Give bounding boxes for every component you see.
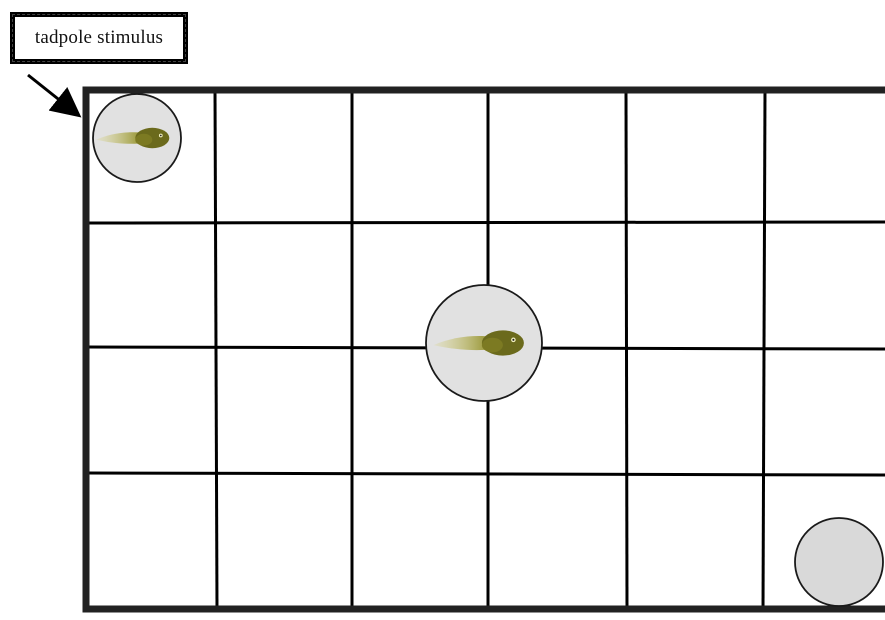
dish-center	[426, 285, 542, 401]
grid-line-v1	[215, 90, 217, 610]
grid-line-h1	[86, 222, 885, 223]
pointer-arrow	[28, 75, 72, 110]
petri-dish	[795, 518, 883, 606]
grid-line-h3	[86, 473, 885, 475]
stimulus-label: tadpole stimulus	[35, 27, 163, 49]
dish-top-left	[93, 94, 181, 182]
stimulus-label-box: tadpole stimulus	[10, 12, 188, 64]
grid-line-v4	[626, 90, 627, 610]
dish-bottom-right	[795, 518, 883, 606]
